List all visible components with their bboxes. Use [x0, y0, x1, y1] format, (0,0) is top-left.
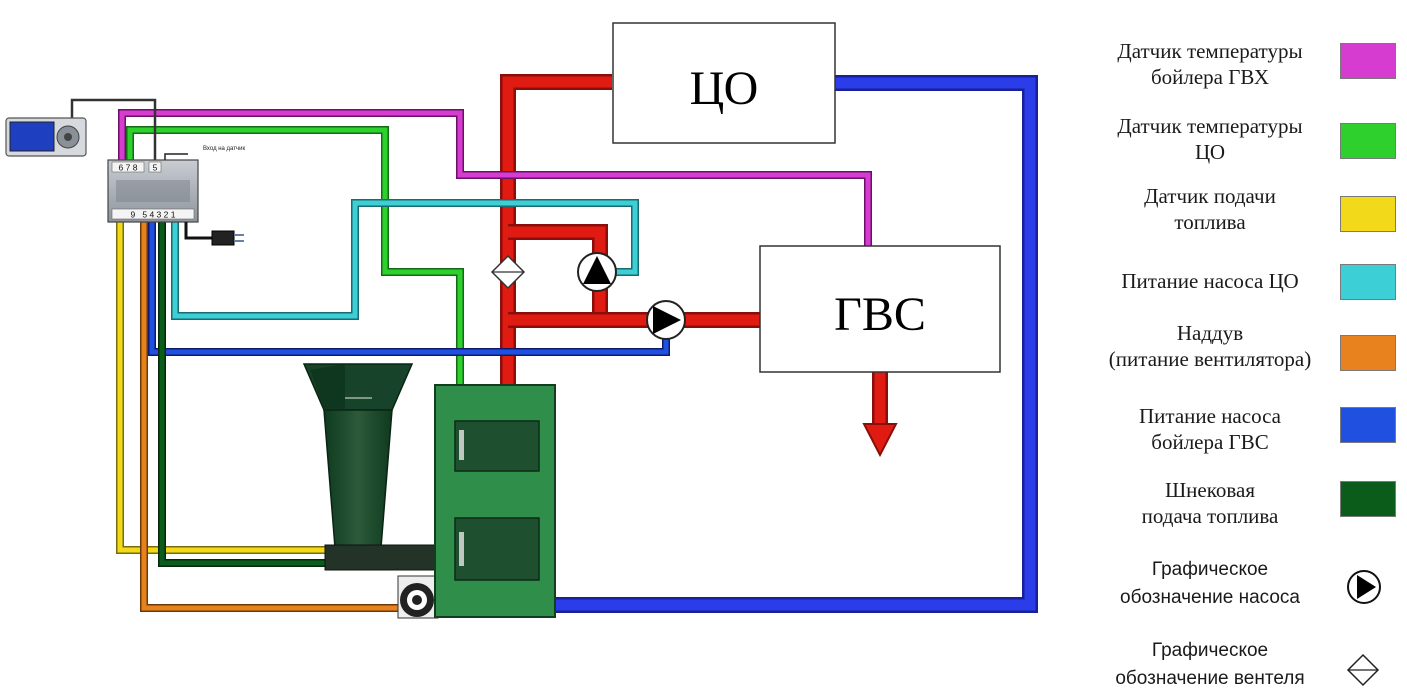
controller-top-terminals: 6 7 8 — [119, 163, 138, 173]
legend-label-line: бойлера ГВС — [1151, 430, 1269, 454]
legend-label-line: топлива — [1174, 210, 1246, 234]
legend-label-line: Питание насоса ЦО — [1121, 269, 1299, 293]
legend-label-line: Питание насоса — [1138, 404, 1281, 428]
legend-label-line: Наддув — [1176, 321, 1244, 345]
co-box: ЦО — [612, 22, 836, 144]
cable-screw-feeder — [158, 222, 330, 567]
legend-label-line: Датчик температуры — [1117, 114, 1303, 138]
legend-label-line: Графическое — [1151, 640, 1269, 661]
legend-label-line: Датчик температуры — [1117, 39, 1303, 63]
legend-swatch-cyan — [1340, 264, 1396, 300]
screw-feeder — [324, 544, 438, 571]
controller-sensor-note: Вход на датчик — [203, 146, 245, 152]
controller-top-terminal-right: 5 — [153, 163, 158, 173]
legend: Датчик температуры бойлера ГВХ Датчик те… — [1090, 0, 1407, 693]
legend-label-line: обозначение насоса — [1120, 587, 1300, 608]
legend-swatch-dark-green — [1340, 481, 1396, 517]
dhw-pump-icon — [646, 300, 686, 340]
legend-swatch-blue — [1340, 407, 1396, 443]
valve-icon — [490, 254, 526, 290]
legend-swatch-yellow — [1340, 196, 1396, 232]
cable-blower — [140, 222, 402, 612]
legend-label-line: Графическое — [1151, 559, 1269, 580]
blower-fan — [397, 575, 439, 619]
gvs-box-label: ГВС — [834, 288, 926, 341]
legend-label-line: бойлера ГВХ — [1150, 65, 1270, 89]
controller-unit: 6 7 8 5 9 5 4 3 2 1 Вход на датчик — [107, 146, 245, 223]
pump-icon — [1347, 570, 1381, 604]
legend-label-line: обозначение вентеля — [1115, 668, 1305, 689]
valve-icon — [1346, 653, 1380, 687]
power-plug — [184, 222, 244, 246]
cable-fuel-feed-sensor — [116, 222, 330, 554]
legend-label-line: Шнековая — [1165, 478, 1255, 502]
legend-label-line: ЦО — [1194, 140, 1226, 164]
supply-pipes — [500, 74, 898, 458]
legend-swatch-green — [1340, 123, 1396, 159]
legend-swatch-magenta — [1340, 43, 1396, 79]
return-pipe — [552, 75, 1038, 613]
boiler — [434, 384, 556, 618]
cable-co-pump — [171, 199, 639, 320]
control-panel — [5, 117, 87, 157]
fuel-hopper — [302, 363, 414, 561]
cable-panel-link — [70, 98, 157, 160]
legend-label-line: Датчик подачи — [1144, 184, 1276, 208]
controller-bottom-terminals: 9 5 4 3 2 1 — [131, 210, 176, 220]
legend-swatch-orange — [1340, 335, 1396, 371]
cable-boiler-dhw-sensor — [118, 109, 872, 248]
legend-label-line: подача топлива — [1141, 504, 1279, 528]
cable-dhw-pump — [148, 222, 670, 356]
legend-label-line: (питание вентилятора) — [1108, 347, 1312, 371]
co-pump-icon — [577, 252, 617, 292]
co-box-label: ЦО — [690, 62, 759, 115]
gvs-box: ГВС — [759, 245, 1001, 373]
